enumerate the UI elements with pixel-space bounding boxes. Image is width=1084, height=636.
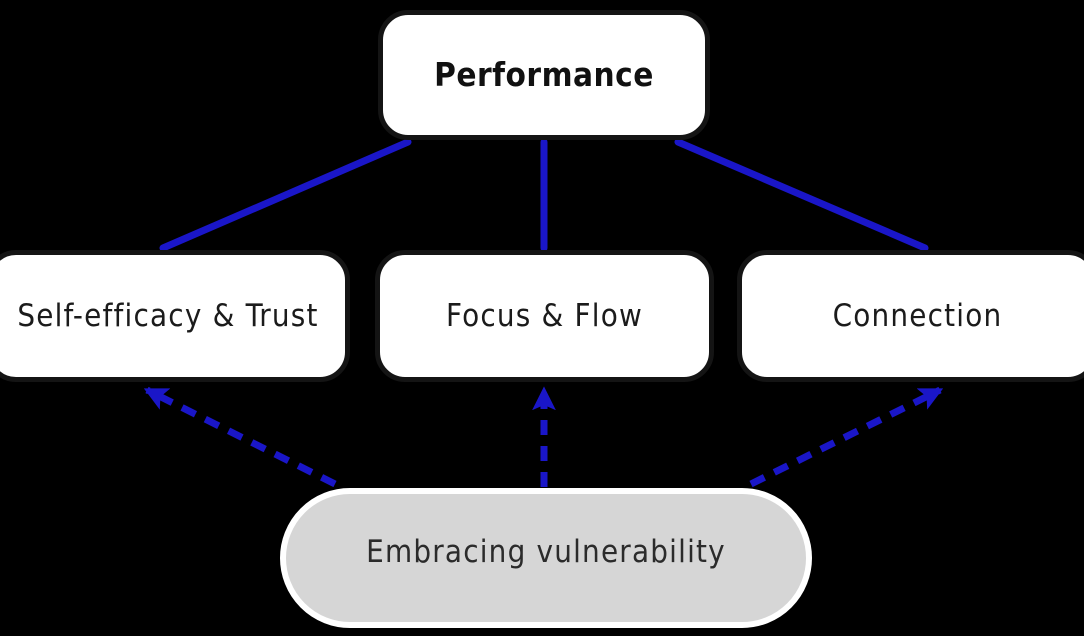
node-embracing-vulnerability[interactable]: Embracing vulnerability xyxy=(280,488,812,628)
node-focus-and-flow[interactable]: Focus & Flow xyxy=(375,250,714,382)
node-performance[interactable]: Performance xyxy=(378,10,710,140)
node-focus-and-flow-label: Focus & Flow xyxy=(445,297,644,334)
node-self-efficacy-and-trust-label: Self-efficacy & Trust xyxy=(17,297,319,334)
connector-performance-to-self-efficacy xyxy=(159,138,412,252)
connector-vulnerability-to-self-efficacy xyxy=(143,386,337,488)
connector-vulnerability-to-connection xyxy=(749,386,944,488)
node-embracing-vulnerability-label: Embracing vulnerability xyxy=(366,533,726,570)
node-self-efficacy-and-trust[interactable]: Self-efficacy & Trust xyxy=(0,250,350,382)
node-connection[interactable]: Connection xyxy=(737,250,1084,382)
node-performance-label: Performance xyxy=(434,54,654,94)
connector-performance-to-connection xyxy=(674,138,929,252)
node-connection-label: Connection xyxy=(832,297,1003,334)
